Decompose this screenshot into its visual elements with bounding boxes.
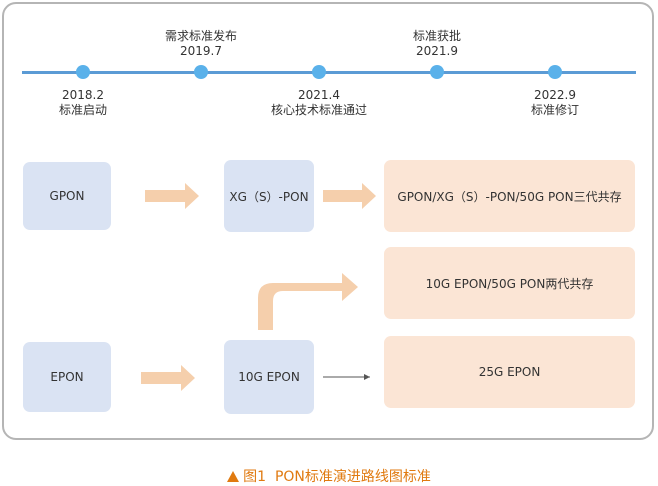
figure-title: PON标准演进路线图标准 [274,469,431,485]
node-label: XG（S）-PON [229,189,309,204]
node-label: EPON [50,370,84,384]
event-date: 2022.9 [534,88,576,102]
timeline-event-2019-7: 需求标准发布 2019.7 [131,29,271,59]
figure-label: 图1 [243,469,267,485]
figure-caption: 图1 PON标准演进路线图标准 [0,466,658,486]
event-date: 2018.2 [62,88,104,102]
node-25gepon: 25G EPON [384,336,635,408]
triangle-icon [227,471,240,482]
event-label: 标准启动 [58,103,107,117]
timeline-dot-2021-9 [430,65,444,79]
event-date: 2021.4 [298,88,340,102]
timeline-dot-2022-9 [548,65,562,79]
timeline-event-2021-9: 标准获批 2021.9 [367,29,507,59]
node-gpon: GPON [23,162,111,230]
event-label: 标准修订 [530,103,579,117]
node-label: 25G EPON [478,365,541,379]
timeline-event-2021-4: 2021.4 核心技术标准通过 [249,88,389,118]
event-label: 核心技术标准通过 [270,103,367,117]
arrow-gpon-to-xgspon [145,183,199,209]
event-date: 2019.7 [180,44,222,58]
node-xgspon: XG（S）-PON [224,160,314,232]
node-gpon-coexist: GPON/XG（S）-PON/50G PON三代共存 [384,160,635,232]
node-label: GPON [49,189,85,203]
arrow-epon-to-10gepon [141,365,195,391]
timeline-line [22,71,636,74]
event-label: 需求标准发布 [164,29,237,43]
timeline-event-2022-9: 2022.9 标准修订 [485,88,625,118]
event-date: 2021.9 [416,44,458,58]
arrow-xgspon-to-coexist [323,183,376,209]
timeline-dot-2019-7 [194,65,208,79]
node-10gepon: 10G EPON [224,340,314,414]
timeline-event-2018-2: 2018.2 标准启动 [13,88,153,118]
timeline-dot-2018-2 [76,65,90,79]
timeline-dot-2021-4 [312,65,326,79]
event-label: 标准获批 [412,29,461,43]
node-label: 10G EPON [238,370,300,384]
node-epon: EPON [23,342,111,412]
node-label: 10G EPON/50G PON两代共存 [425,276,594,291]
node-label: GPON/XG（S）-PON/50G PON三代共存 [397,189,622,204]
arrow-10gepon-to-coexist [258,273,358,330]
node-10gepon-coexist: 10G EPON/50G PON两代共存 [384,247,635,319]
